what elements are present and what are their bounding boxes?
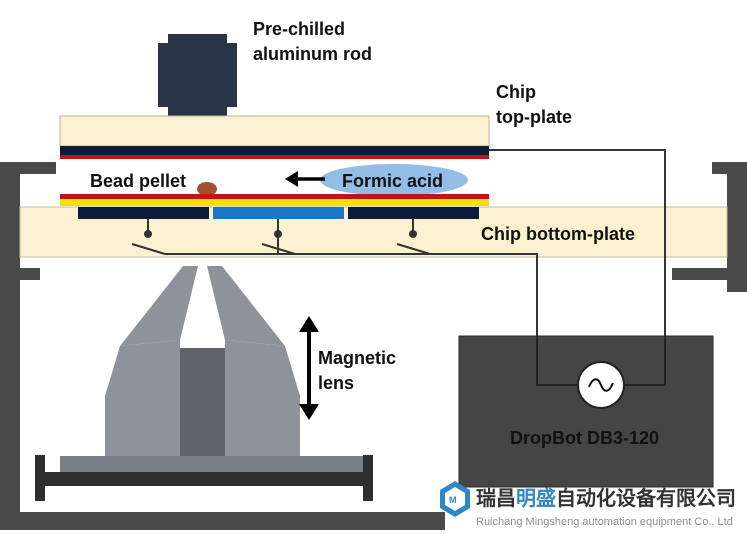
svg-text:M: M: [449, 495, 457, 505]
bead-pellet: [197, 182, 217, 196]
rod-label-line2: aluminum rod: [253, 44, 372, 64]
watermark-cn-c: 自动化设备有限公司: [556, 486, 736, 510]
watermark-en: Ruichang Mingsheng automation equipment …: [476, 516, 733, 528]
electrode-right: [348, 207, 479, 219]
direction-arrow: [285, 171, 325, 187]
lens-motion-arrow: [299, 316, 319, 420]
bead-pellet-label: Bead pellet: [90, 171, 186, 191]
electrode-active: [213, 207, 344, 219]
electrode-left: [78, 207, 209, 219]
formic-acid-droplet: [320, 164, 468, 196]
dropbot-label: DropBot DB3-120: [510, 428, 659, 448]
magnetic-lens: [35, 266, 373, 501]
top-plate-label-line1: Chip: [496, 82, 536, 102]
top-plate-label-line2: top-plate: [496, 107, 572, 127]
chip-top-plate: [59, 115, 490, 159]
dropbot-box: [458, 335, 714, 488]
watermark-cn-a: 瑞昌: [476, 486, 516, 510]
chip-bottom-layers: [60, 194, 489, 206]
watermark: M 瑞昌 明盛 自动化设备有限公司 Ruichang Mingsheng aut…: [440, 481, 736, 528]
rod-label-line1: Pre-chilled: [253, 19, 345, 39]
watermark-cn-b: 明盛: [516, 486, 556, 510]
lens-label-line2: lens: [318, 373, 354, 393]
bottom-plate-label: Chip bottom-plate: [481, 224, 635, 244]
enclosure: [0, 162, 747, 530]
electrodes: [78, 207, 479, 219]
aluminum-rod: [158, 34, 237, 116]
lens-label-line1: Magnetic: [318, 348, 396, 368]
formic-acid-label: Formic acid: [342, 171, 443, 191]
